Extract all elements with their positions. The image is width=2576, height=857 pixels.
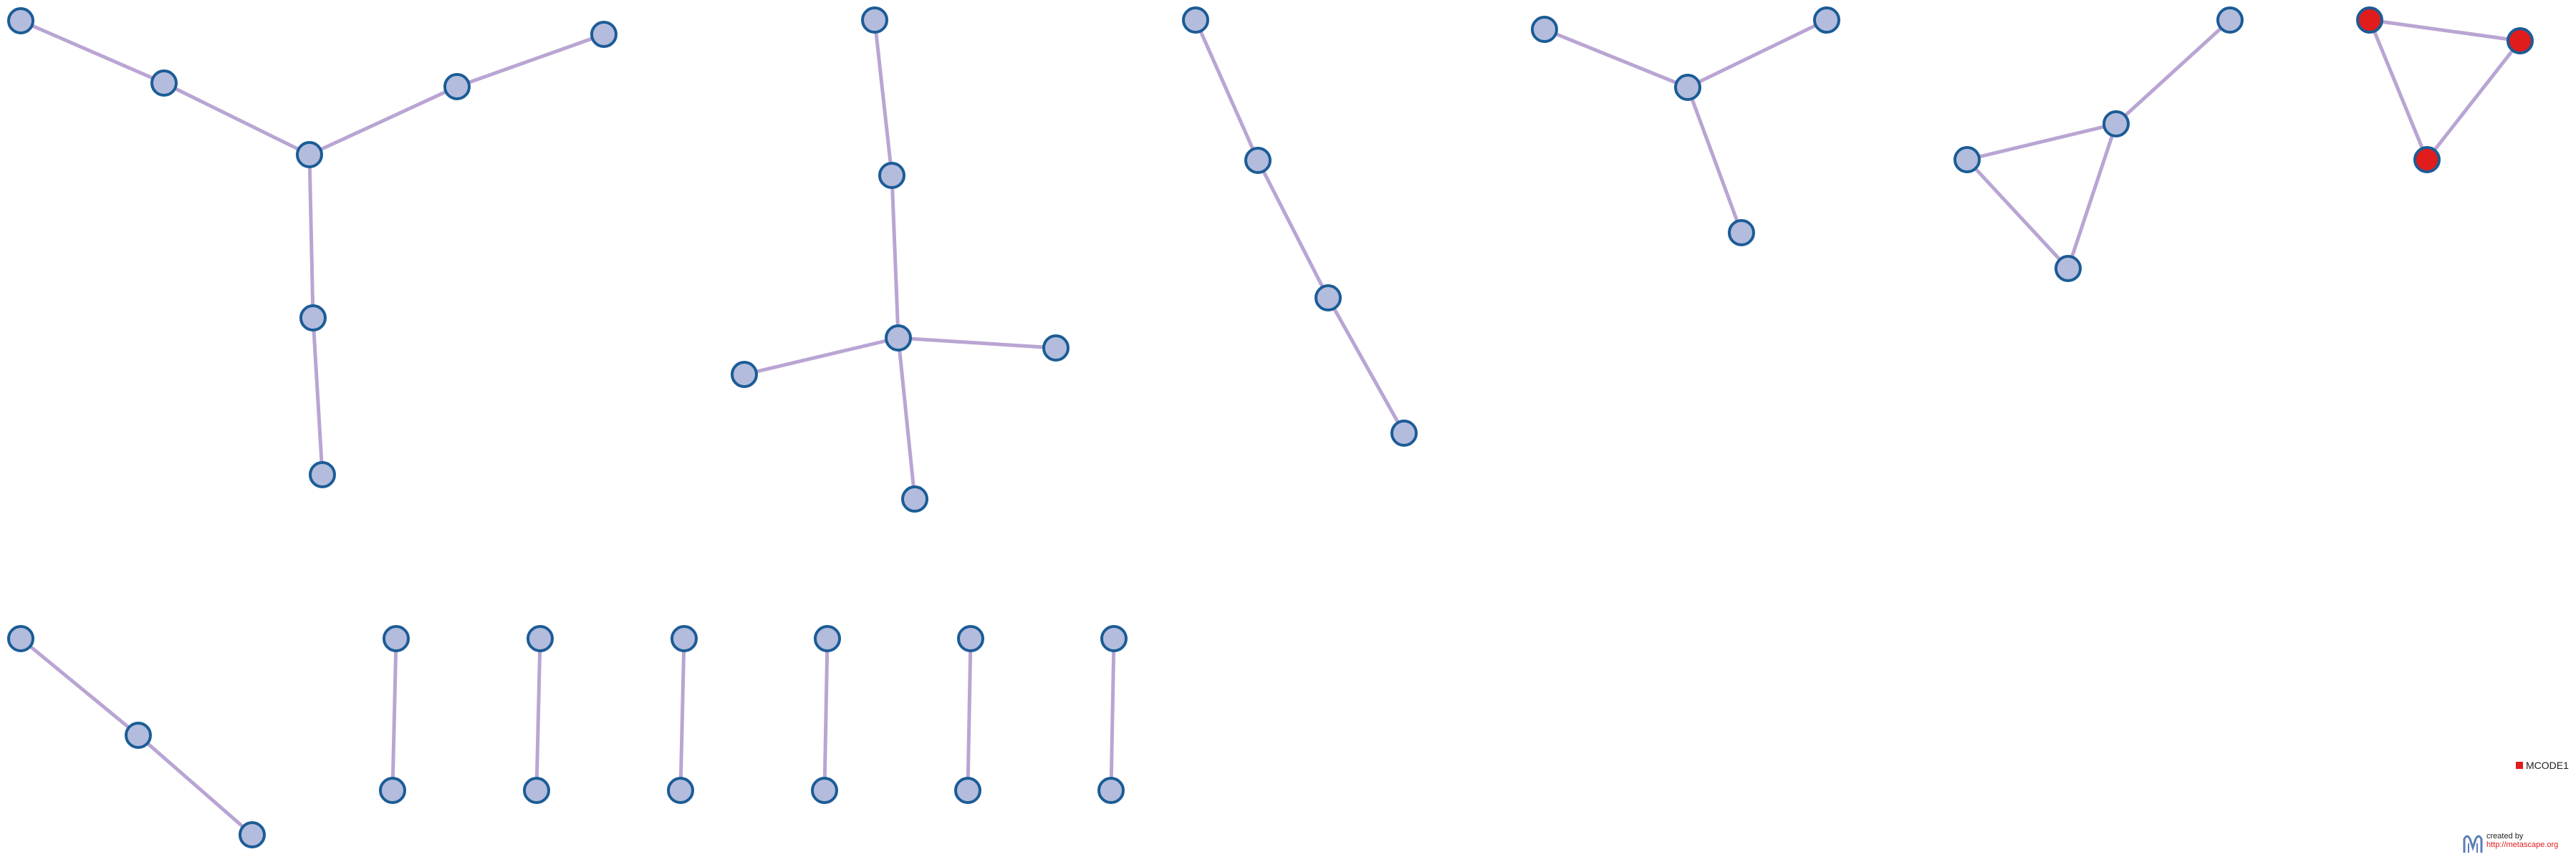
network-node[interactable] [2102,110,2130,137]
network-node[interactable] [1097,777,1125,804]
credit-created-by: created by [2486,832,2524,841]
network-edge [1109,638,1116,791]
network-edge [678,638,686,791]
network-edge [163,81,311,157]
network-node[interactable] [1042,334,1070,362]
nodes-layer [7,6,2534,848]
network-edge [896,337,917,500]
network-edge [390,638,398,791]
network-edge [311,317,325,475]
network-edge [1686,87,1744,233]
network-node-mcode1[interactable] [2413,146,2441,173]
network-node[interactable] [296,141,323,168]
network-edge [456,32,605,89]
network-node[interactable] [954,777,981,804]
network-node[interactable] [957,625,984,652]
network-node[interactable] [1100,625,1128,652]
legend-label-mcode1: MCODE1 [2526,760,2569,771]
network-edge [822,638,830,791]
network-node[interactable] [814,625,841,652]
network-node[interactable] [1953,146,1981,173]
network-node[interactable] [1728,219,1755,246]
network-edge [2066,123,2118,269]
network-edge [534,638,542,791]
network-node[interactable] [2216,6,2244,34]
network-edge [307,154,315,319]
network-node[interactable] [383,625,410,652]
network-node[interactable] [901,485,928,513]
network-node[interactable] [878,162,905,189]
network-node[interactable] [1813,6,1840,34]
network-node[interactable] [125,722,152,749]
network-node[interactable] [309,461,336,488]
network-node[interactable] [7,7,34,34]
legend: MCODE1 [2516,760,2569,771]
network-node[interactable] [861,6,888,34]
network-edge [2426,39,2522,161]
network-edge [20,19,165,85]
network-edge [1326,296,1406,435]
network-node[interactable] [1244,147,1272,174]
network-node[interactable] [7,625,34,652]
network-node[interactable] [1315,284,1342,311]
network-node[interactable] [811,777,838,804]
network-edge [1686,18,1828,89]
network-edge [1966,122,2117,162]
network-node[interactable] [885,324,912,352]
network-node[interactable] [1182,6,1209,34]
network-edge [1193,19,1260,162]
network-edge [19,637,140,737]
legend-swatch-mcode1 [2516,762,2523,769]
network-edge [873,19,894,176]
network-node[interactable] [590,21,617,48]
network-edge [1256,159,1330,299]
edges-layer [19,18,2522,836]
network-node[interactable] [1531,16,1558,43]
network-edge [308,84,458,157]
network-node-mcode1[interactable] [2356,6,2383,34]
network-node-mcode1[interactable] [2507,27,2534,54]
network-node[interactable] [1674,74,1701,101]
network-edge [2369,18,2521,43]
credit-link[interactable]: http://metascape.org [2486,841,2559,849]
network-node[interactable] [671,625,698,652]
network-edge [966,638,973,791]
metascape-credit: created by http://metascape.org [2463,832,2558,853]
network-node[interactable] [443,73,471,100]
network-node[interactable] [1390,420,1418,447]
network-node[interactable] [379,777,406,804]
network-node[interactable] [299,304,327,331]
network-edge [2115,19,2231,125]
network-node[interactable] [150,69,178,97]
network-node[interactable] [239,821,266,848]
network-edge [2368,19,2429,160]
network-edge [137,734,254,836]
network-node[interactable] [527,625,554,652]
network-edge [1544,27,1688,89]
metascape-logo-icon [2463,835,2483,853]
network-edge [890,175,900,339]
network-edge [898,336,1057,350]
network-edge [744,336,899,377]
network-node[interactable] [731,361,758,388]
network-node[interactable] [667,777,694,804]
network-edge [1966,158,2070,270]
network-node[interactable] [523,777,550,804]
network-node[interactable] [2054,255,2082,282]
